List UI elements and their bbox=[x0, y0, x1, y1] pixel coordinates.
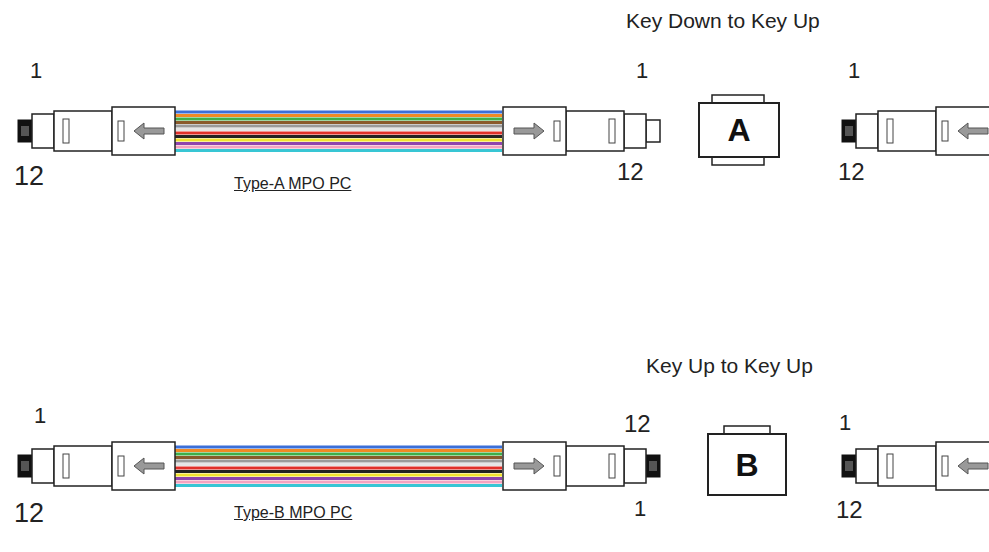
fiber-position-number: 12 bbox=[624, 412, 651, 436]
fiber-position-number: 1 bbox=[30, 60, 42, 82]
fiber-position-number: 12 bbox=[14, 500, 44, 527]
fiber-position-number: 12 bbox=[836, 498, 863, 522]
mpo-adapter: B bbox=[707, 433, 787, 496]
fiber-position-number: 12 bbox=[617, 160, 644, 184]
section-heading: Key Down to Key Up bbox=[626, 10, 820, 31]
mpo-adapter: A bbox=[698, 102, 780, 158]
fiber-position-number: 12 bbox=[14, 163, 44, 190]
cable-type-label: Type-B MPO PC bbox=[234, 505, 352, 521]
adapter-type-letter: B bbox=[735, 449, 758, 481]
fiber-position-number: 1 bbox=[634, 498, 646, 520]
fiber-position-number: 1 bbox=[839, 412, 851, 434]
fiber-position-number: 1 bbox=[848, 60, 860, 82]
fiber-position-number: 12 bbox=[838, 160, 865, 184]
cable-type-label: Type-A MPO PC bbox=[234, 176, 351, 192]
fiber-position-number: 1 bbox=[34, 405, 46, 427]
fiber-position-number: 1 bbox=[636, 60, 648, 82]
section-heading: Key Up to Key Up bbox=[646, 355, 813, 376]
adapter-type-letter: A bbox=[727, 114, 750, 146]
